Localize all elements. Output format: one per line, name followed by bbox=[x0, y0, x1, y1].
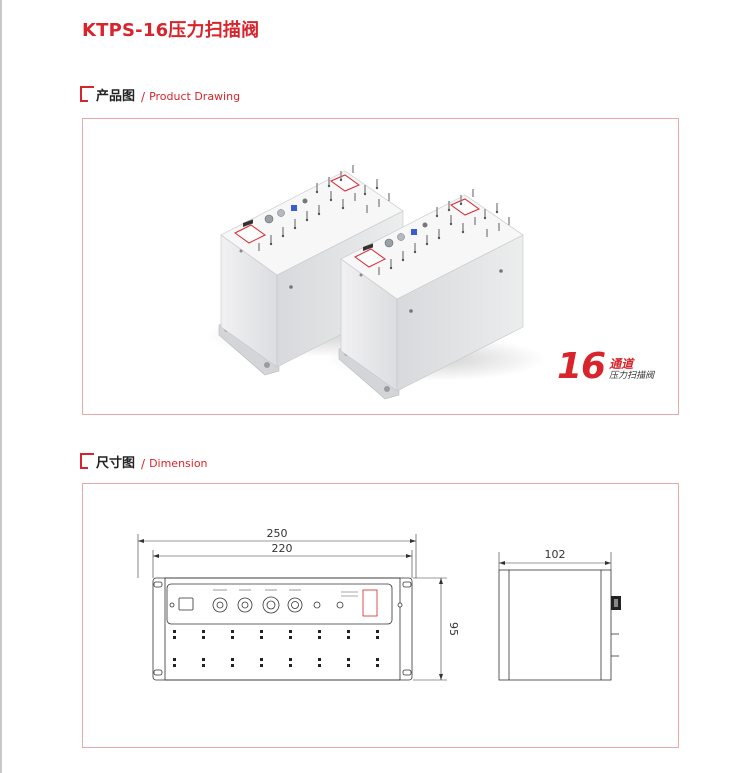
dim-depth: 102 bbox=[545, 548, 566, 561]
section-header-dimension: 尺寸图 / Dimension bbox=[80, 449, 208, 471]
dim-inner-width: 220 bbox=[272, 542, 293, 555]
section-title-en: Product Drawing bbox=[149, 90, 241, 103]
badge-number: 16 bbox=[557, 346, 606, 387]
page-left-rule bbox=[0, 0, 2, 773]
dimension-drawing-panel: 250 220 95 102 bbox=[82, 483, 679, 748]
section-separator: / bbox=[141, 90, 146, 104]
channel-badge: 16 通道 压力扫描阀 bbox=[557, 349, 654, 385]
dim-height: 95 bbox=[447, 622, 460, 636]
section-separator: / bbox=[141, 457, 146, 471]
dim-outer-width: 250 bbox=[267, 527, 288, 540]
section-title-cn: 尺寸图 bbox=[96, 456, 136, 471]
badge-label-channel: 通道 bbox=[609, 357, 634, 371]
badge-label-product: 压力扫描阀 bbox=[609, 371, 655, 381]
section-title-cn: 产品图 bbox=[96, 89, 136, 104]
bracket-icon bbox=[80, 453, 94, 471]
page-title: KTPS-16压力扫描阀 bbox=[82, 20, 260, 41]
product-photo-panel: 16 通道 压力扫描阀 bbox=[82, 118, 679, 415]
dimension-drawing: 250 220 95 102 bbox=[137, 527, 621, 681]
bracket-icon bbox=[80, 86, 94, 104]
section-title-en: Dimension bbox=[149, 457, 208, 470]
section-header-product: 产品图 / Product Drawing bbox=[80, 82, 240, 104]
